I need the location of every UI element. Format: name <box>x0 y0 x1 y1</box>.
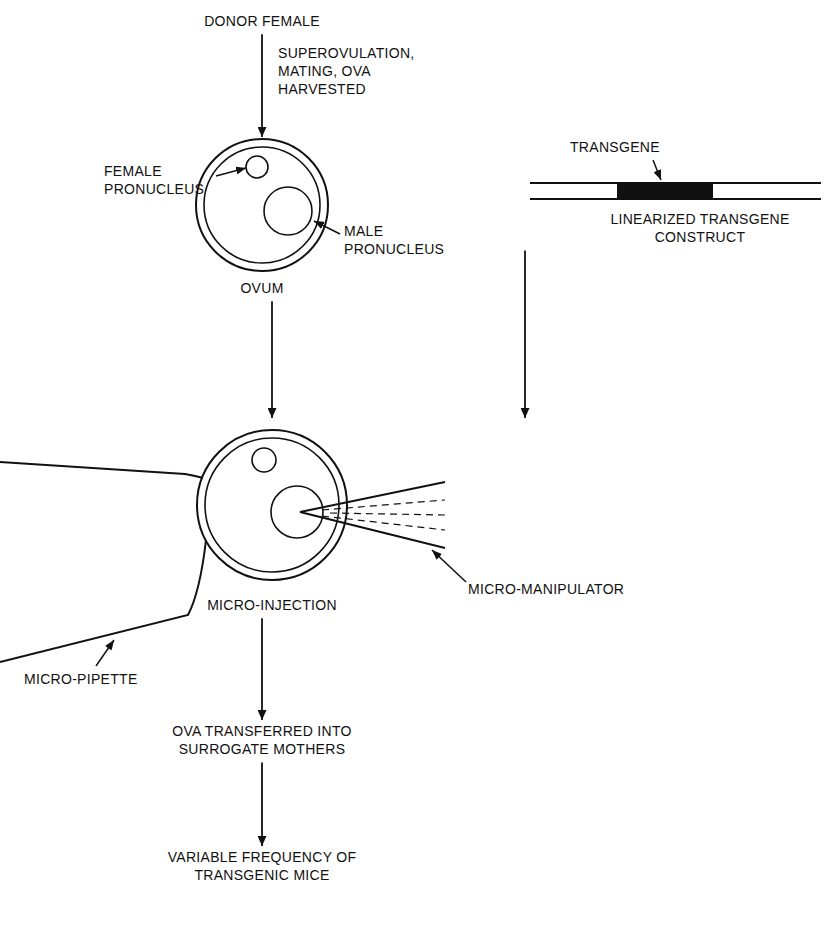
male-pronucleus <box>271 486 323 538</box>
ovum-cell <box>187 420 357 590</box>
flow-node: OVUM <box>187 135 337 297</box>
flow-node: VARIABLE FREQUENCY OF TRANSGENIC MICE <box>162 848 362 884</box>
node-text: VARIABLE FREQUENCY OF TRANSGENIC MICE <box>162 848 362 884</box>
node-text: DONOR FEMALE <box>162 12 362 30</box>
edge-label: SUPEROVULATION, MATING, OVA HARVESTED <box>278 44 428 99</box>
transgene-block <box>617 183 713 199</box>
holding-pipette <box>0 462 203 478</box>
transgene-construct <box>525 176 825 206</box>
node-text: OVA TRANSFERRED INTO SURROGATE MOTHERS <box>142 722 382 758</box>
flow-arrow <box>524 251 526 418</box>
leader-arrow <box>653 160 661 180</box>
male-pronucleus <box>264 187 312 235</box>
needle-dna <box>322 500 445 530</box>
cell-membrane <box>205 438 339 572</box>
flow-arrow <box>261 762 263 846</box>
flow-node: OVA TRANSFERRED INTO SURROGATE MOTHERS <box>142 722 382 758</box>
part-label: MICRO-PIPETTE <box>24 670 174 688</box>
leader-arrow <box>432 550 466 582</box>
injection-needle <box>300 482 445 548</box>
part-label: MALE PRONUCLEUS <box>344 222 454 258</box>
female-pronucleus <box>252 448 276 472</box>
leader-arrow <box>96 640 114 666</box>
holding-pipette <box>0 540 206 662</box>
zona-pellucida <box>196 139 328 271</box>
part-label: FEMALE PRONUCLEUS <box>104 162 216 198</box>
node-text: TRANSGENE <box>525 138 660 156</box>
flow-arrow <box>271 301 273 418</box>
flow-arrow <box>261 34 263 137</box>
node-text: OVUM <box>187 279 337 297</box>
ovum-cell <box>187 135 337 275</box>
node-text: LINEARIZED TRANSGENE CONSTRUCT <box>525 210 825 246</box>
flow-node: DONOR FEMALE <box>162 12 362 30</box>
flow-arrow <box>261 618 263 720</box>
flow-node: TRANSGENE LINEARIZED TRANSGENE CONSTRUCT <box>525 138 825 247</box>
leader-arrow <box>216 168 246 176</box>
flow-node: MICRO-INJECTION <box>187 420 357 614</box>
node-text: MICRO-INJECTION <box>187 596 357 614</box>
female-pronucleus <box>246 156 268 178</box>
cell-membrane <box>204 147 320 263</box>
part-label: MICRO-MANIPULATOR <box>468 580 668 598</box>
zona-pellucida <box>197 430 347 580</box>
